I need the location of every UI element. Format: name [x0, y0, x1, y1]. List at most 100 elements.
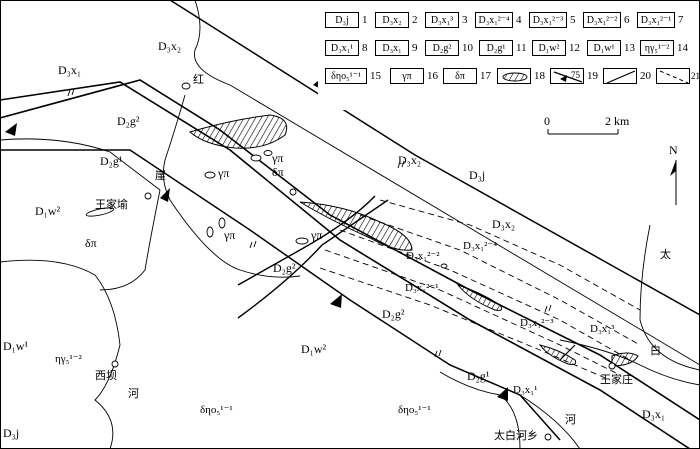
river-tai	[639, 224, 700, 371]
place-label: 河	[565, 413, 576, 426]
unit-label: ηγ₅¹⁻²	[55, 353, 82, 365]
legend-swatch-contact	[656, 68, 690, 84]
unit-label: γπ	[224, 228, 236, 242]
ore-body-2	[299, 201, 413, 251]
place-label: 白	[650, 344, 661, 357]
unit-label: D₃x₁²⁻³	[520, 317, 554, 329]
unit-label: D₁w²	[301, 342, 327, 356]
unit-label: δηο₅¹⁻¹	[398, 404, 431, 416]
legend-number: 2	[412, 14, 418, 26]
ore-body-1	[188, 114, 288, 149]
unit-label: δηο₅¹⁻¹	[200, 404, 233, 416]
legend-swatch: γπ	[390, 68, 424, 84]
tick-marks	[67, 88, 552, 358]
scale-2km-label: 2 km	[605, 114, 630, 128]
unit-label: D₁w²	[35, 204, 61, 218]
scale-zero-label: 0	[544, 114, 550, 128]
legend-swatch: D₃x₁³	[425, 12, 459, 28]
unit-label: D₂g²	[382, 307, 405, 321]
legend-number: 12	[569, 42, 580, 54]
legend-swatch: D₃x₁²⁻¹	[637, 12, 675, 28]
legend-swatch-thrust: 75	[550, 68, 584, 84]
scale-bar	[547, 129, 619, 135]
place-label: 红	[193, 73, 204, 86]
legend-swatch: D₃x₁²⁻²	[583, 12, 621, 28]
legend-number: 3	[462, 14, 468, 26]
legend-swatch-fault	[603, 68, 637, 84]
legend-number: 16	[427, 70, 438, 82]
legend-swatch-ore	[497, 68, 531, 84]
village-markers	[111, 192, 616, 441]
legend-swatch: D₂g¹	[479, 40, 513, 56]
legend-number: 21	[691, 71, 700, 81]
unit-label: γπ	[311, 228, 323, 242]
unit-label: D₂g¹	[100, 154, 123, 168]
legend-number: 18	[534, 70, 545, 82]
contact-w	[0, 138, 161, 191]
fault-cross-2	[237, 199, 389, 319]
dike-ellipses	[85, 82, 448, 269]
legend-swatch: D₂g²	[425, 40, 459, 56]
unit-label: D₂g²	[273, 261, 296, 275]
north-arrow-icon	[670, 160, 677, 205]
contact-e	[559, 339, 700, 386]
place-label: 西坝	[95, 369, 117, 382]
legend-number: 5	[570, 14, 576, 26]
river-west	[0, 259, 121, 449]
unit-label: D₃x₁³	[590, 323, 615, 335]
legend-number: 19	[587, 70, 598, 82]
place-label: 河	[128, 387, 139, 400]
unit-label: D₃x₁²⁻¹	[405, 282, 439, 294]
unit-label: D₁w¹	[3, 339, 29, 353]
unit-label: D₃x₁²⁻⁴	[463, 240, 498, 252]
unit-label: D₃x₂	[158, 39, 182, 53]
legend-number: 7	[678, 14, 684, 26]
legend-number: 9	[412, 42, 418, 54]
dashed-contacts	[319, 199, 641, 381]
legend-swatch: D₃x₁²⁻³	[529, 12, 567, 28]
unit-label: D₂g²	[117, 114, 140, 128]
legend-number: 11	[516, 42, 527, 54]
legend-dip-value: 75	[571, 70, 580, 80]
contact-c	[162, 94, 301, 278]
legend-number: 1	[362, 14, 368, 26]
unit-label: D₃x₁	[642, 407, 666, 421]
place-label: 王家庄	[600, 373, 633, 386]
unit-label: D₃j	[3, 426, 20, 440]
fault-main-2	[0, 81, 691, 449]
unit-label: D₃x₂	[398, 153, 422, 167]
unit-label: D₂g¹	[467, 369, 490, 383]
fault-cross-1	[237, 195, 376, 286]
fault-ne-1	[169, 0, 700, 316]
ore-body-4	[538, 344, 577, 365]
legend-swatch: D₃x₁	[375, 40, 409, 56]
legend-number: 13	[624, 42, 635, 54]
ore-body-5	[611, 352, 639, 367]
unit-label: D₃x₁¹	[513, 384, 538, 396]
unit-label: D₃x₁²⁻²	[406, 250, 440, 262]
unit-label: δπ	[272, 165, 284, 179]
unit-label: γπ	[218, 166, 230, 180]
legend-swatch: D₃x₁¹	[325, 40, 359, 56]
legend-swatch: D₃j	[325, 12, 359, 28]
river-he2	[519, 394, 581, 449]
contact-wjt	[99, 189, 161, 291]
legend-swatch: D₁w²	[532, 40, 566, 56]
legend-number: 8	[362, 42, 368, 54]
legend-number: 15	[370, 70, 381, 82]
legend-swatch: D₃x₁²⁻⁴	[475, 12, 513, 28]
legend-number: 10	[462, 42, 473, 54]
legend-swatch: D₃x₂	[375, 12, 409, 28]
ore-body-3	[456, 284, 503, 311]
contact-ne-2	[194, 0, 700, 366]
unit-label: D₃x₂	[492, 217, 516, 231]
unit-label: γπ	[272, 151, 284, 165]
place-label: 太白河乡	[494, 429, 538, 442]
north-label: N	[669, 143, 678, 157]
unit-label: D₃j	[469, 168, 486, 182]
legend-number: 14	[677, 42, 688, 54]
place-label: 太	[660, 248, 671, 261]
legend-swatch: D₁w¹	[587, 40, 621, 56]
unit-label: δπ	[85, 236, 97, 250]
